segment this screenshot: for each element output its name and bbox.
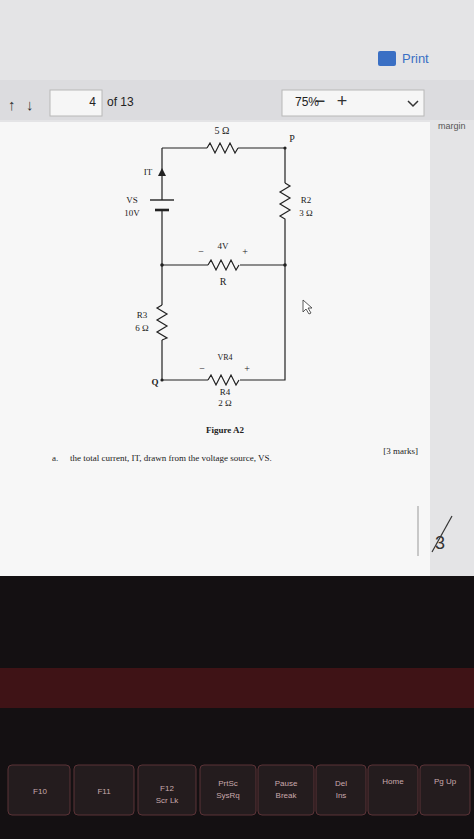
label: R3 xyxy=(137,311,148,321)
label: Ins xyxy=(336,792,347,801)
wire xyxy=(162,148,285,380)
page-box xyxy=(50,90,102,116)
red-glow xyxy=(0,668,474,708)
label: SysRq xyxy=(216,792,240,801)
label: 75% xyxy=(295,96,319,109)
current-arrow xyxy=(158,168,166,176)
resistor-symbol xyxy=(208,375,239,385)
label: R2 xyxy=(301,196,312,206)
keys xyxy=(8,765,470,815)
wire xyxy=(161,210,162,212)
node-dot xyxy=(283,263,287,267)
label: ↑ xyxy=(8,97,16,114)
resistor-symbol xyxy=(207,143,238,153)
zoom-caret xyxy=(408,101,418,106)
label: 2 Ω xyxy=(218,399,231,409)
node-dot xyxy=(160,263,164,267)
circuit-wires xyxy=(157,143,290,385)
label: 4V xyxy=(218,242,229,252)
margin-line xyxy=(418,506,419,556)
screen xyxy=(0,0,474,580)
label: Pg Up xyxy=(434,778,456,787)
label: F10 xyxy=(33,788,47,797)
print-icon xyxy=(378,51,396,66)
label: Q xyxy=(151,378,158,388)
label: PrtSc xyxy=(218,780,238,789)
label: VR4 xyxy=(217,354,232,363)
label: Print xyxy=(402,52,429,66)
label: the total current, IT, drawn from the vo… xyxy=(70,454,272,464)
label: − xyxy=(198,246,204,257)
label: a. xyxy=(52,454,58,464)
label: 5 Ω xyxy=(215,125,230,136)
label: VS xyxy=(126,196,138,206)
battery-plate xyxy=(150,199,174,200)
label: 3 xyxy=(435,534,445,554)
label: [3 marks] xyxy=(383,447,418,457)
resistor-symbol xyxy=(157,305,167,340)
label: Scr Lk xyxy=(156,797,179,806)
resistor-symbol xyxy=(208,260,239,270)
laptop-body xyxy=(0,576,474,839)
label: R4 xyxy=(220,388,231,398)
label: P xyxy=(289,133,295,144)
mouse-cursor xyxy=(303,300,312,314)
page xyxy=(0,122,430,577)
label: of 13 xyxy=(107,96,134,109)
label: 6 Ω xyxy=(135,324,148,334)
node-dot xyxy=(160,378,163,381)
label: + xyxy=(242,246,248,257)
label: + xyxy=(244,363,250,374)
label: Home xyxy=(382,778,403,787)
label: Pause xyxy=(275,780,298,789)
zoom-box xyxy=(282,90,424,116)
label: + xyxy=(337,92,348,112)
label: margin xyxy=(438,122,466,132)
label: R xyxy=(220,276,227,287)
label: ↓ xyxy=(26,97,34,114)
label: F11 xyxy=(97,788,110,797)
label: − xyxy=(199,363,205,374)
label: F12 xyxy=(160,785,174,794)
label: IT xyxy=(144,168,153,178)
label: 3 Ω xyxy=(299,209,312,219)
node-dot xyxy=(283,146,286,149)
label: Break xyxy=(276,792,297,801)
battery-plate xyxy=(155,209,169,212)
label: Del xyxy=(335,780,347,789)
figure-caption: Figure A2 xyxy=(206,426,244,436)
resistor-symbol xyxy=(280,183,290,225)
label: 10V xyxy=(124,209,140,219)
toolbar xyxy=(0,80,474,120)
label: 4 xyxy=(89,96,96,109)
